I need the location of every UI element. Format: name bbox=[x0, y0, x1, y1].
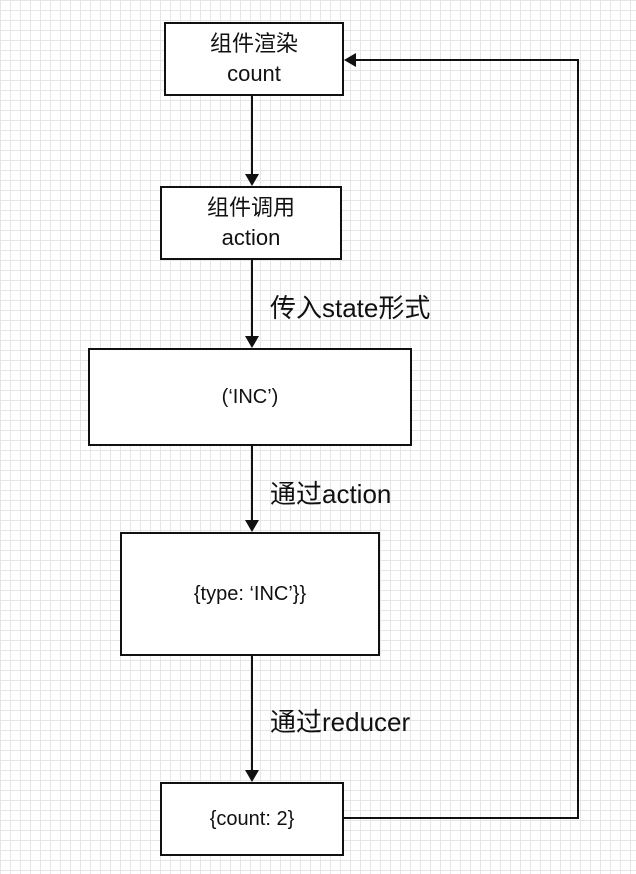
node-component-render-count-line2: count bbox=[227, 61, 281, 86]
node-inc-arg-text: (‘INC’) bbox=[221, 385, 279, 408]
node-new-state: {count: 2} bbox=[160, 782, 344, 856]
edge-label-via-action: 通过action bbox=[270, 479, 392, 509]
node-component-call-action-line1: 组件调用 bbox=[206, 195, 295, 221]
edge-label-via-reducer: 通过reducer bbox=[270, 707, 411, 737]
node-component-call-action: 组件调用 action bbox=[160, 186, 342, 260]
edge-label-state-form: 传入state形式 bbox=[270, 293, 431, 323]
node-action-object: {type: ‘INC’}} bbox=[120, 532, 380, 656]
node-action-object-text: {type: ‘INC’}} bbox=[193, 582, 307, 605]
node-component-call-action-line2: action bbox=[221, 225, 281, 250]
node-component-render-count: 组件渲染 count bbox=[164, 22, 344, 96]
node-component-render-count-line1: 组件渲染 bbox=[209, 31, 298, 57]
node-new-state-text: {count: 2} bbox=[209, 807, 295, 830]
arrow-count-loop-back bbox=[344, 53, 579, 819]
node-inc-arg: (‘INC’) bbox=[88, 348, 412, 446]
